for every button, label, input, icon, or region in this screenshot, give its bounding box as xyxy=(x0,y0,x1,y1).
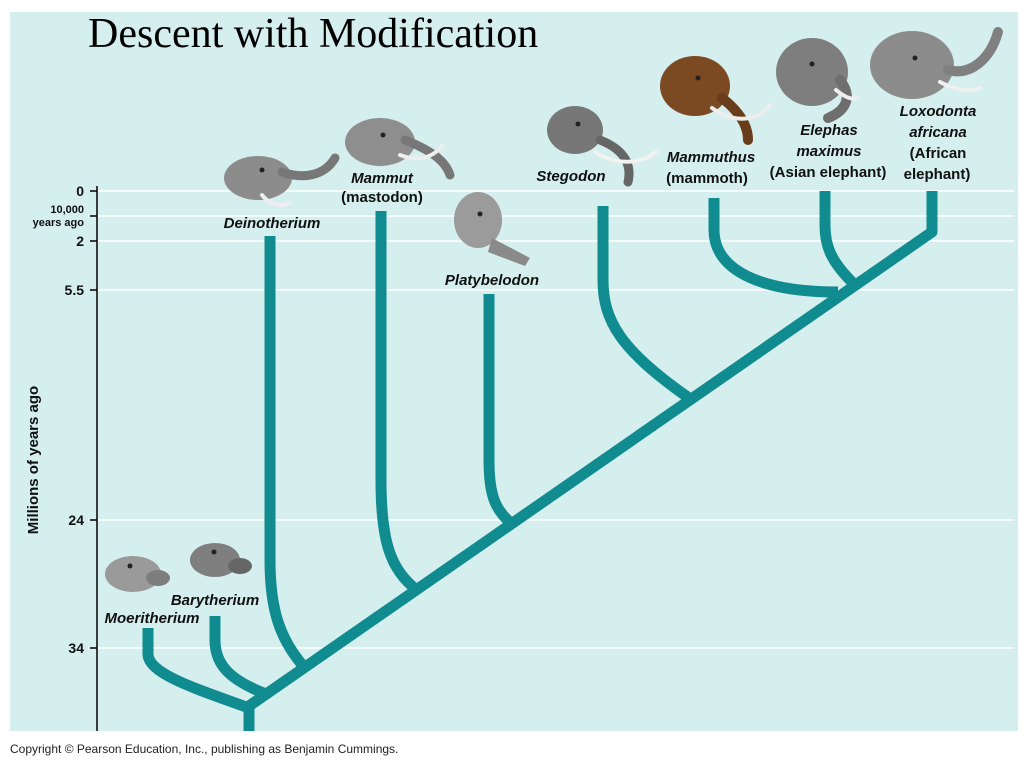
time-gridlines xyxy=(98,190,1014,649)
moeritherium-label: Moeritherium xyxy=(104,610,199,627)
moeritherium-branch xyxy=(142,628,251,714)
elephas-common-name: (Asian elephant) xyxy=(770,164,887,181)
axis-title: Millions of years ago xyxy=(25,386,42,534)
tick-label-34: 34 xyxy=(68,640,84,656)
elephas-branch xyxy=(819,191,856,286)
loxodonta-head-icon xyxy=(870,27,1003,99)
mammut-label: Mammut xyxy=(351,170,414,187)
elephas-head-icon xyxy=(776,38,860,123)
trunk-branch xyxy=(243,191,938,731)
stegodon-branch xyxy=(597,206,693,403)
tick-label-0: 0 xyxy=(76,183,84,199)
deinotherium-branch xyxy=(264,236,310,672)
loxodonta-label-genus: Loxodonta xyxy=(900,103,977,120)
loxodonta-common-name-2: elephant) xyxy=(904,166,971,183)
platybelodon-branch xyxy=(483,294,516,529)
diagram-background xyxy=(10,12,1018,731)
tick-label-24: 24 xyxy=(68,512,84,528)
mammuthus-branch xyxy=(708,198,839,298)
stegodon-label: Stegodon xyxy=(536,168,605,185)
axis-ticks xyxy=(90,190,97,649)
tick-label-5-5: 5.5 xyxy=(65,282,85,298)
stegodon-head-icon xyxy=(547,106,658,187)
deinotherium-head-icon xyxy=(224,153,340,207)
loxodonta-label-species: africana xyxy=(909,124,967,141)
platybelodon-label: Platybelodon xyxy=(445,272,539,289)
copyright-notice: Copyright © Pearson Education, Inc., pub… xyxy=(10,742,399,756)
loxodonta-common-name-1: (African xyxy=(910,145,967,162)
tick-label-10000: 10,000 xyxy=(50,204,84,216)
platybelodon-head-icon xyxy=(454,192,530,266)
barytherium-head-icon xyxy=(190,543,252,577)
barytherium-label: Barytherium xyxy=(171,592,259,609)
barytherium-branch xyxy=(209,616,269,700)
elephas-label-genus: Elephas xyxy=(800,122,858,139)
mammuthus-label: Mammuthus xyxy=(667,149,755,166)
mammut-branch xyxy=(375,211,421,595)
mammut-common-name: (mastodon) xyxy=(341,189,423,206)
elephas-label-species: maximus xyxy=(796,143,861,160)
tick-label-years-ago: years ago xyxy=(33,217,85,229)
mammuthus-head-icon xyxy=(660,56,772,145)
mammuthus-common-name: (mammoth) xyxy=(666,170,748,187)
moeritherium-head-icon xyxy=(105,556,170,592)
phylogeny-branches xyxy=(142,191,938,731)
mammut-head-icon xyxy=(345,118,455,180)
deinotherium-label: Deinotherium xyxy=(224,215,321,232)
page-title: Descent with Modification xyxy=(88,11,539,57)
tick-label-2: 2 xyxy=(76,233,84,249)
